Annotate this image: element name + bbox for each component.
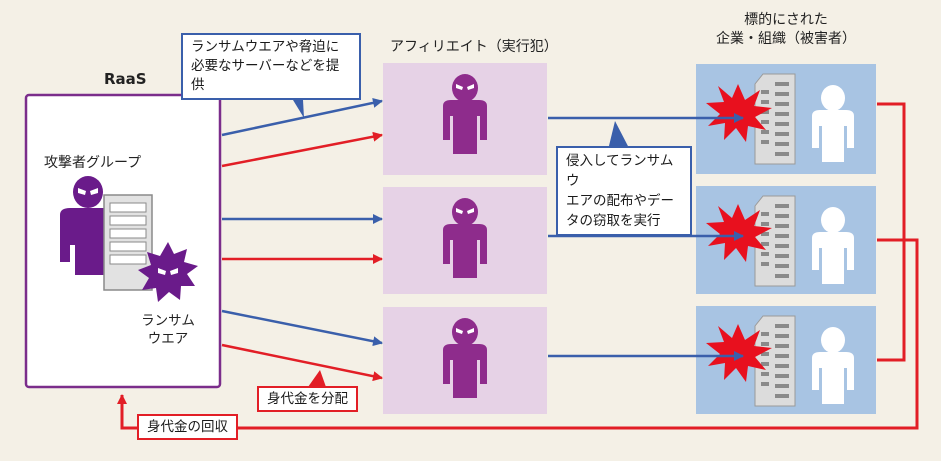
building-icon (754, 315, 796, 407)
provide-callout: ランサムウエアや脅迫に 必要なサーバーなどを提供 (181, 33, 361, 100)
collect-arrow (117, 238, 919, 430)
building-icon (754, 73, 796, 165)
attacker-group-label: 攻撃者グループ (44, 155, 142, 171)
pay-arrow-1 (221, 131, 383, 168)
distribute-callout-pointer (308, 370, 326, 387)
attacker-icon (60, 176, 114, 275)
server-icon (103, 194, 153, 291)
distribute-callout: 身代金を分配 (257, 386, 358, 412)
attack-callout: 侵入してランサムウ エアの配布やデー タの窃取を実行 (556, 146, 692, 236)
attack-callout-pointer (608, 121, 630, 150)
ransomware-label: ランサム ウエア (141, 313, 195, 347)
building-icon (754, 195, 796, 287)
raas-title: RaaS (104, 70, 147, 88)
target-title: 標的にされた 企業・組織（被害者） (716, 12, 856, 47)
pay-arrow-3 (221, 343, 383, 382)
provide-arrow-1 (221, 97, 383, 137)
virus-icon (138, 242, 198, 302)
collect-callout: 身代金の回収 (137, 414, 238, 440)
provide-arrow-3 (221, 309, 383, 347)
affiliate-title: アフィリエイト（実行犯） (390, 39, 558, 55)
collect-loop-1 (877, 102, 906, 362)
